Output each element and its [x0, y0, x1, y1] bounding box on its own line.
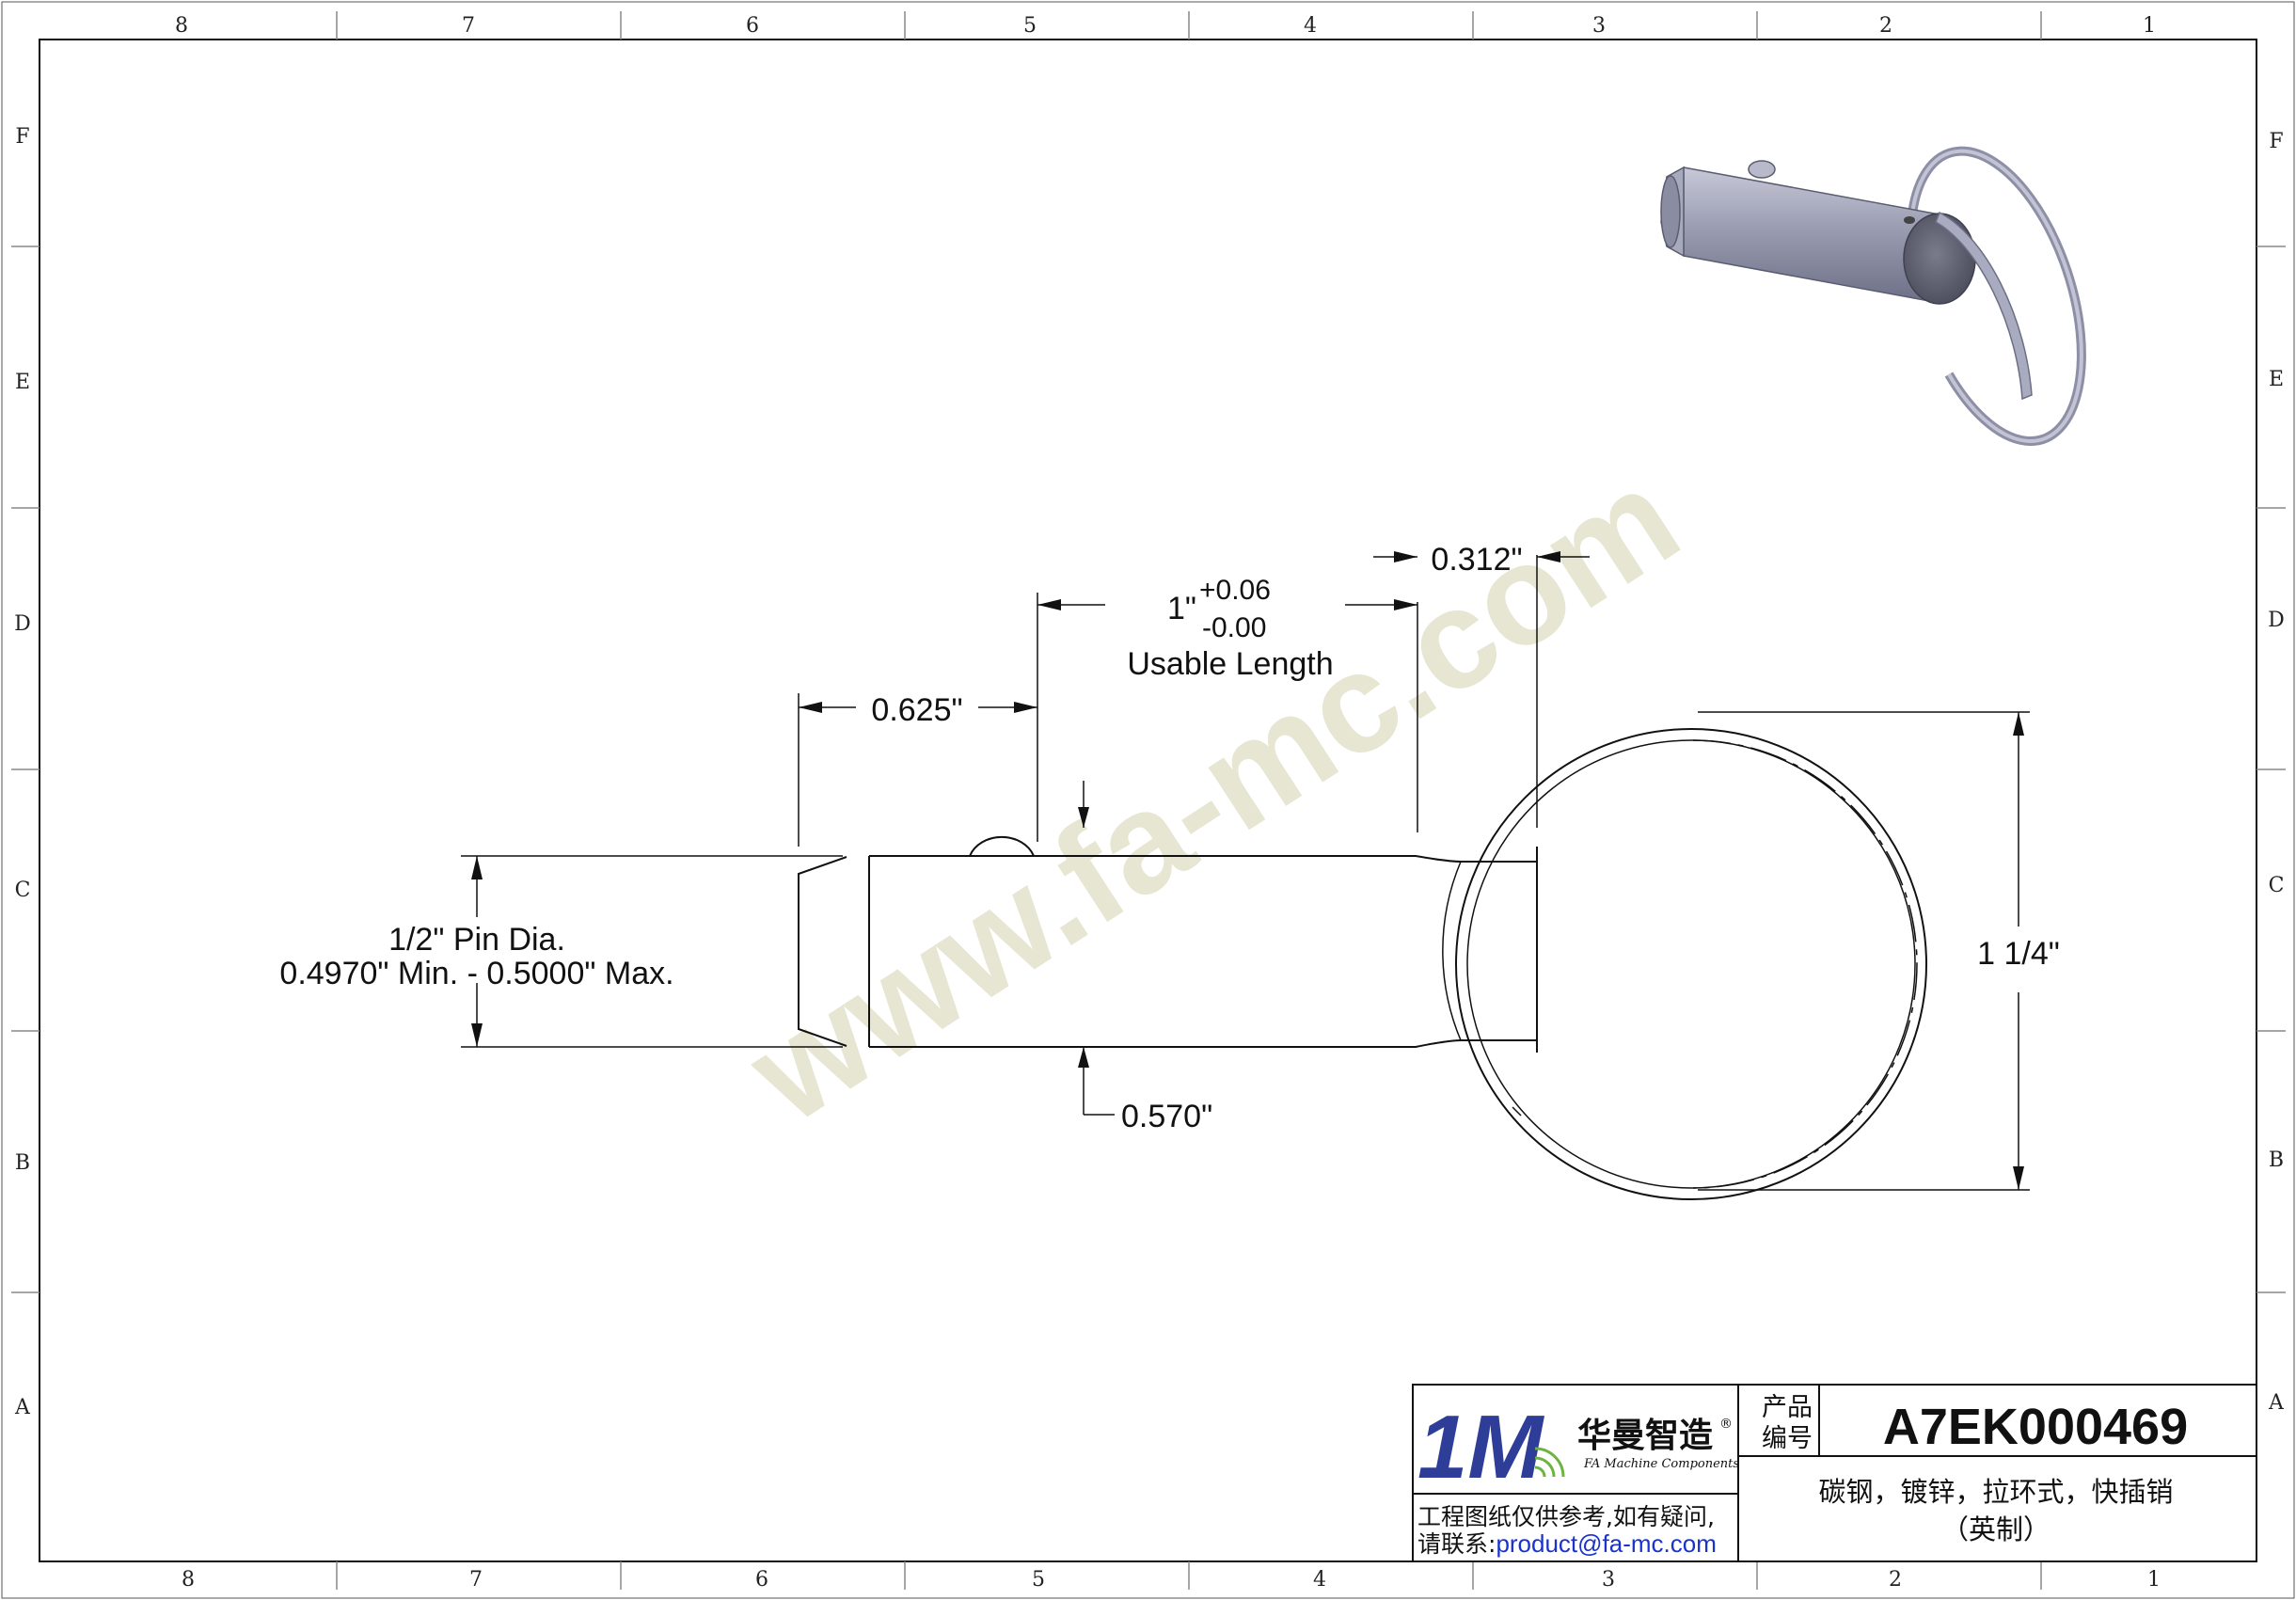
split-ring: [1455, 728, 1927, 1200]
company-logo: 1M 华曼智造 ® FA Machine Components: [1417, 1397, 1739, 1497]
col-label-top: 8: [175, 14, 188, 38]
col-label-bottom: 6: [755, 1568, 768, 1592]
row-label-left: C: [15, 879, 31, 902]
dim-ring-gap: 0.312": [1431, 542, 1522, 578]
title-block: [1412, 1384, 2257, 1562]
pin-3d-render: [1660, 146, 2086, 446]
row-label-right: F: [2269, 130, 2283, 153]
dimension-arrows: [471, 551, 2024, 1190]
disclaimer-line2: 请联系:product@fa-mc.com: [1417, 1529, 1717, 1558]
col-label-top: 5: [1023, 14, 1037, 38]
logo-en-text: FA Machine Components: [1583, 1457, 1739, 1471]
col-label-bottom: 7: [469, 1568, 483, 1592]
col-label-top: 4: [1304, 14, 1317, 38]
logo-mark: 1M: [1417, 1397, 1544, 1497]
col-label-top: 7: [462, 14, 475, 38]
pin-side-view: [798, 835, 1538, 1053]
product-label-line1: 产品: [1762, 1393, 1813, 1422]
row-label-left: B: [15, 1151, 30, 1175]
dim-usable-tol-minus: -0.00: [1202, 612, 1266, 643]
dim-usable-nominal: 1": [1167, 591, 1196, 626]
logo-cn-text: 华曼智造: [1577, 1417, 1713, 1455]
row-label-left: D: [14, 612, 31, 636]
zone-ticks: [11, 11, 2286, 1590]
col-label-bottom: 8: [182, 1568, 195, 1592]
product-description-line2: （英制）: [1941, 1513, 2051, 1545]
product-label-line2: 编号: [1762, 1424, 1813, 1453]
row-label-left: A: [14, 1396, 31, 1419]
contact-label: 请联系:: [1417, 1530, 1496, 1558]
col-label-bottom: 4: [1313, 1568, 1326, 1592]
row-label-right: C: [2269, 874, 2285, 897]
dim-shoulder-offset: 0.625": [871, 692, 962, 728]
dim-ring-dia: 1 1/4": [1977, 936, 2060, 972]
drawing-border: [39, 39, 2257, 1562]
product-code: A7EK000469: [1883, 1399, 2188, 1455]
row-label-right: B: [2269, 1149, 2284, 1172]
dim-pin-dia-line1: 1/2" Pin Dia.: [388, 922, 565, 958]
col-label-bottom: 2: [1889, 1568, 1902, 1592]
row-label-right: D: [2268, 609, 2285, 632]
col-label-top: 3: [1592, 14, 1606, 38]
dim-usable-label: Usable Length: [1127, 646, 1333, 682]
row-label-right: E: [2269, 368, 2284, 391]
col-label-bottom: 1: [2147, 1568, 2161, 1592]
col-label-top: 2: [1879, 14, 1892, 38]
logo-registered-mark: ®: [1719, 1417, 1733, 1432]
col-label-bottom: 5: [1032, 1568, 1045, 1592]
contact-email-link[interactable]: product@fa-mc.com: [1496, 1529, 1716, 1558]
product-description-line1: 碳钢，镀锌，拉环式，快插销: [1818, 1476, 2173, 1508]
col-label-bottom: 3: [1602, 1568, 1615, 1592]
row-label-left: F: [15, 125, 29, 149]
dim-groove-dia: 0.570": [1121, 1099, 1212, 1134]
col-label-top: 6: [746, 14, 759, 38]
row-label-left: E: [15, 371, 30, 394]
row-label-right: A: [2268, 1391, 2285, 1415]
disclaimer-line1: 工程图纸仅供参考,如有疑问,: [1417, 1503, 1715, 1530]
col-label-top: 1: [2143, 14, 2156, 38]
dim-usable-tol-plus: +0.06: [1199, 575, 1271, 606]
dim-pin-dia-line2: 0.4970" Min. - 0.5000" Max.: [279, 956, 673, 991]
signal-icon: [1534, 1447, 1565, 1478]
